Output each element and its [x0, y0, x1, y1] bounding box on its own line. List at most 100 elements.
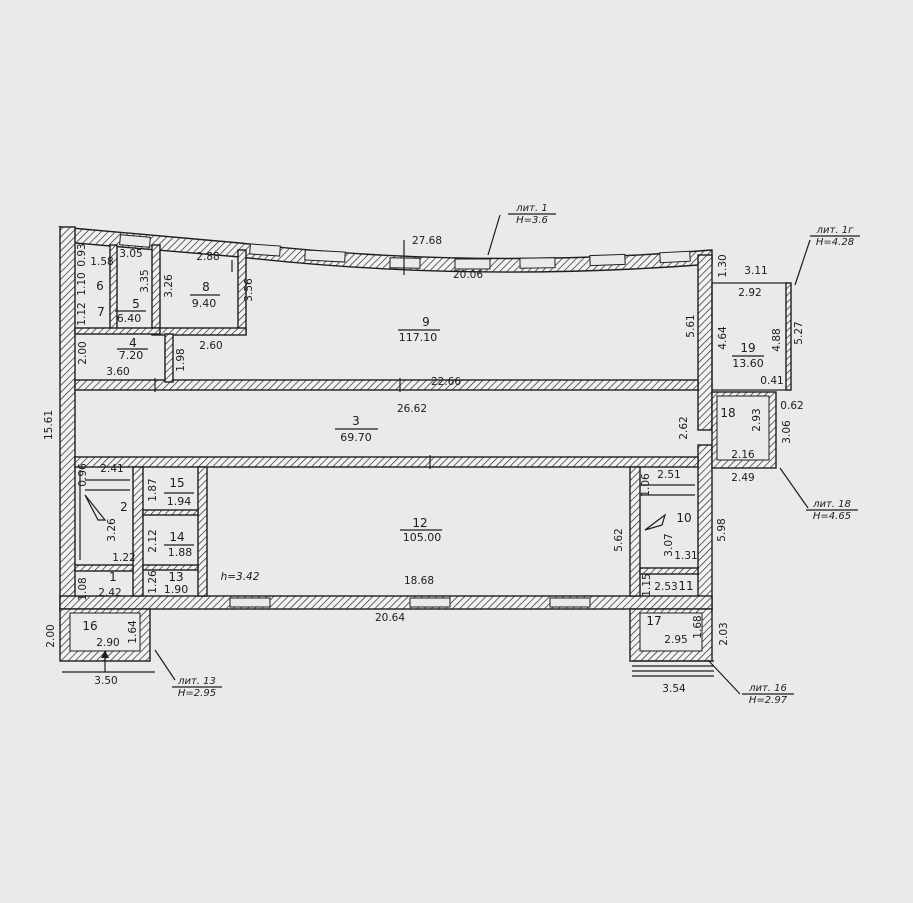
- dim-r19-top: 2.92: [738, 287, 761, 299]
- dim-r18-bottom-out: 2.49: [731, 472, 754, 484]
- dim-mid-upper: 22.66: [431, 376, 461, 388]
- dim-r18-bottom: 2.16: [731, 449, 755, 461]
- dim-r19-top-out: 3.11: [744, 265, 767, 277]
- dim-r9-right-out: 4.64: [717, 326, 729, 350]
- lit-bottom-left-2: Н=2.95: [178, 688, 216, 699]
- room-11-number: 11: [678, 579, 693, 593]
- lit-right-2: Н=4.65: [813, 511, 851, 522]
- dim-r10-top: 2.51: [657, 469, 680, 481]
- dim-r1-w: 2.42: [98, 587, 121, 599]
- room-labels: 9 117.10 3 69.70 12 105.00 8 9.40 4 7.20…: [82, 279, 763, 633]
- room-17-number: 17: [646, 614, 661, 628]
- lit-top-1: лит. 1: [515, 203, 547, 214]
- door-marks: [154, 240, 431, 469]
- dim-r4-right: 1.98: [175, 348, 187, 371]
- dim-r16-bottom: 3.50: [94, 675, 117, 687]
- room-7-number: 7: [97, 305, 105, 319]
- bottom-wall: [59, 595, 713, 610]
- dim-r19-right: 4.88: [771, 328, 783, 351]
- partition-stair-right: [132, 466, 144, 597]
- dim-r11-w: 2.53: [654, 581, 677, 593]
- dim-r10-side: 1.06: [640, 473, 652, 497]
- dim-left-outer: 15.61: [43, 410, 55, 440]
- dim-r1-h: 1.08: [77, 577, 89, 600]
- corridor-wall-upper: [74, 379, 699, 391]
- dim-r16-left: 2.00: [45, 624, 57, 647]
- annex-18-inner: [716, 395, 770, 461]
- dim-r4-bottom: 3.60: [106, 366, 129, 378]
- dim-r8-top: 2.88: [196, 251, 219, 263]
- annex-19-wall: [785, 282, 792, 391]
- room-14-area: 1.88: [168, 546, 193, 559]
- partition-r1-top: [74, 564, 134, 572]
- room-19-number: 19: [740, 341, 755, 355]
- annex-17-inner: [639, 612, 703, 652]
- dim-r2-top: 2.41: [100, 463, 123, 475]
- room-5-number: 5: [132, 297, 140, 311]
- partition-r8-left: [151, 244, 161, 334]
- dim-left-a: 0.93: [76, 243, 88, 266]
- dim-r19-right-out: 5.27: [793, 321, 805, 344]
- room-14-number: 14: [169, 530, 184, 544]
- partition-r11-top: [639, 567, 699, 575]
- room-4-number: 4: [129, 336, 137, 350]
- partition-r4-top: [74, 327, 161, 335]
- room-13-number: 13: [168, 570, 183, 584]
- room-3-number: 3: [352, 414, 360, 428]
- dim-top-outer: 27.68: [412, 235, 442, 247]
- room-4-area: 7.20: [119, 349, 144, 362]
- room-3-area: 69.70: [340, 431, 372, 444]
- dim-r13-h: 1.26: [147, 570, 159, 594]
- dim-r8-bottom: 2.60: [199, 340, 222, 352]
- left-wall: [59, 226, 76, 611]
- partition-r13-top: [142, 564, 199, 571]
- dim-r15-h: 1.87: [147, 478, 159, 501]
- dim-r16-w: 2.90: [96, 637, 119, 649]
- stair-10: [640, 484, 695, 531]
- room-9-area: 117.10: [399, 331, 438, 344]
- room-12-area: 105.00: [403, 531, 442, 544]
- dim-r12-right-out: 5.98: [716, 518, 728, 541]
- stair-steps-17: [632, 660, 714, 677]
- height-label: h=3.42: [221, 571, 260, 583]
- dim-top-inner: 20.06: [453, 269, 483, 281]
- dim-r10-side2: 3.07: [663, 533, 675, 556]
- lit-labels: лит. 1 Н=3.6 лит. 1г Н=4.28 лит. 18 Н=4.…: [172, 203, 860, 706]
- lit-right-1: лит. 18: [812, 499, 851, 510]
- room-18-number: 18: [720, 406, 735, 420]
- dim-r17-out: 2.03: [718, 622, 730, 645]
- dim-r8-left: 3.26: [163, 274, 175, 298]
- room-8-area: 9.40: [192, 297, 217, 310]
- dimension-labels: 27.68 20.06 15.61 22.66 26.62 18.68 20.6…: [43, 235, 805, 695]
- dim-r19-small: 0.41: [760, 375, 783, 387]
- lit-top-right-1: лит. 1г: [816, 225, 854, 236]
- room-9-number: 9: [422, 315, 430, 329]
- area-underlines: [115, 294, 764, 546]
- dim-r2-side: 3.26: [106, 518, 118, 542]
- dim-bottom: 20.64: [375, 612, 405, 624]
- dim-r16-h: 1.64: [127, 620, 139, 644]
- dim-r14-h: 2.12: [147, 529, 159, 552]
- room-1-number: 1: [109, 570, 117, 584]
- right-wall-lower: [697, 444, 713, 611]
- top-windows: [119, 234, 691, 270]
- room-8-number: 8: [202, 280, 210, 294]
- dim-r5-right: 3.35: [139, 269, 151, 292]
- dim-r17-w: 2.95: [664, 634, 687, 646]
- room-15-area: 1.94: [167, 495, 192, 508]
- dim-mid-lower: 26.62: [397, 403, 427, 415]
- lit-bottom-right-2: Н=2.97: [749, 695, 788, 706]
- dim-r19-small2: 0.62: [780, 400, 803, 412]
- lit-top-2: Н=3.6: [516, 215, 548, 226]
- dim-r6-top: 1.58: [90, 256, 113, 268]
- corridor-wall-lower: [74, 456, 699, 468]
- leader-lines: [154, 214, 811, 695]
- dim-r2-bottom: 1.22: [112, 552, 135, 564]
- lit-top-right-2: Н=4.28: [816, 237, 854, 248]
- dim-left-b: 1.10: [76, 272, 88, 295]
- dim-r18-out: 3.06: [781, 420, 793, 444]
- bottom-windows: [229, 597, 591, 608]
- dim-r18-height: 2.93: [751, 408, 763, 431]
